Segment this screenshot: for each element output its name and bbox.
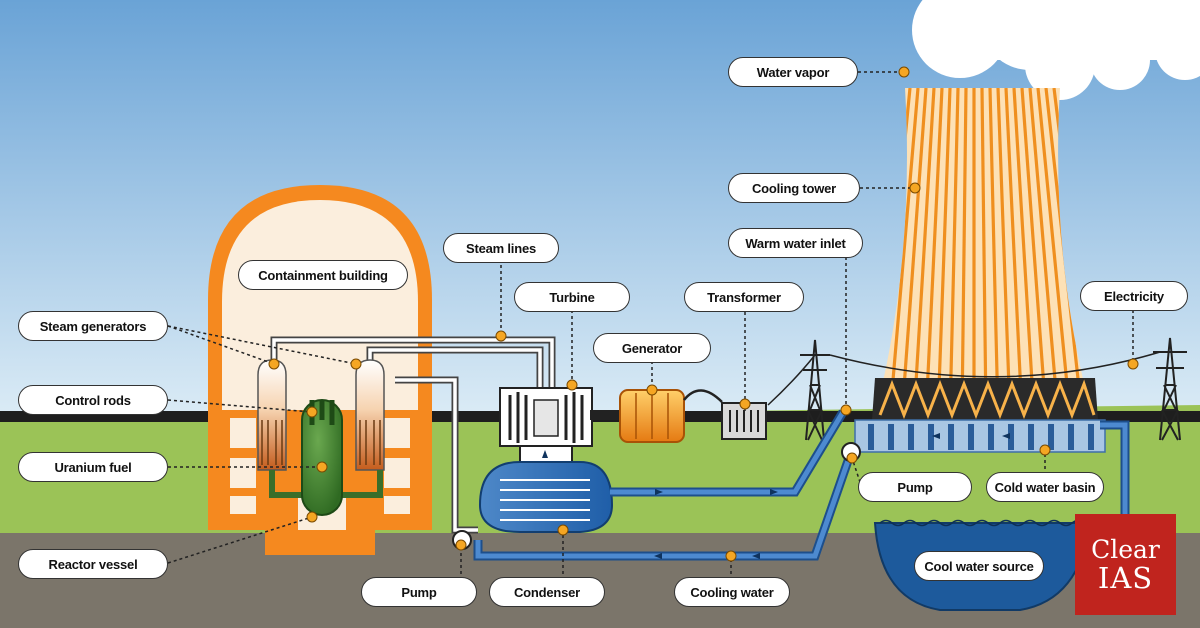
steam-generators xyxy=(257,359,385,471)
label-control-rods: Control rods xyxy=(18,385,168,415)
water-vapor-cloud xyxy=(912,0,1200,100)
label-cooling-water: Cooling water xyxy=(674,577,790,607)
label-water-vapor: Water vapor xyxy=(728,57,858,87)
label-pump-right: Pump xyxy=(858,472,972,502)
transmission-towers xyxy=(767,337,1187,441)
cooling-tower xyxy=(872,88,1098,420)
label-reactor-vessel: Reactor vessel xyxy=(18,549,168,579)
label-containment-building: Containment building xyxy=(238,260,408,290)
clearias-logo: Clear IAS xyxy=(1075,514,1176,615)
label-steam-lines: Steam lines xyxy=(443,233,559,263)
condenser xyxy=(478,461,614,533)
label-transformer: Transformer xyxy=(684,282,804,312)
label-pump-left: Pump xyxy=(361,577,477,607)
leader-lines xyxy=(167,71,1134,580)
leader-dots xyxy=(268,66,1139,562)
label-generator: Generator xyxy=(593,333,711,363)
label-cold-water-basin: Cold water basin xyxy=(986,472,1104,502)
cold-water-basin xyxy=(854,419,1106,453)
turbine xyxy=(499,387,620,469)
label-warm-water-inlet: Warm water inlet xyxy=(728,228,863,258)
label-electricity: Electricity xyxy=(1080,281,1188,311)
label-cool-water-source: Cool water source xyxy=(914,551,1044,581)
logo-line-1: Clear xyxy=(1091,534,1160,564)
label-turbine: Turbine xyxy=(514,282,630,312)
reactor-vessel xyxy=(301,399,343,516)
flow-arrows xyxy=(542,433,1010,559)
label-uranium-fuel: Uranium fuel xyxy=(18,452,168,482)
label-steam-generators: Steam generators xyxy=(18,311,168,341)
logo-line-2: IAS xyxy=(1097,560,1154,595)
label-cooling-tower: Cooling tower xyxy=(728,173,860,203)
label-condenser: Condenser xyxy=(489,577,605,607)
